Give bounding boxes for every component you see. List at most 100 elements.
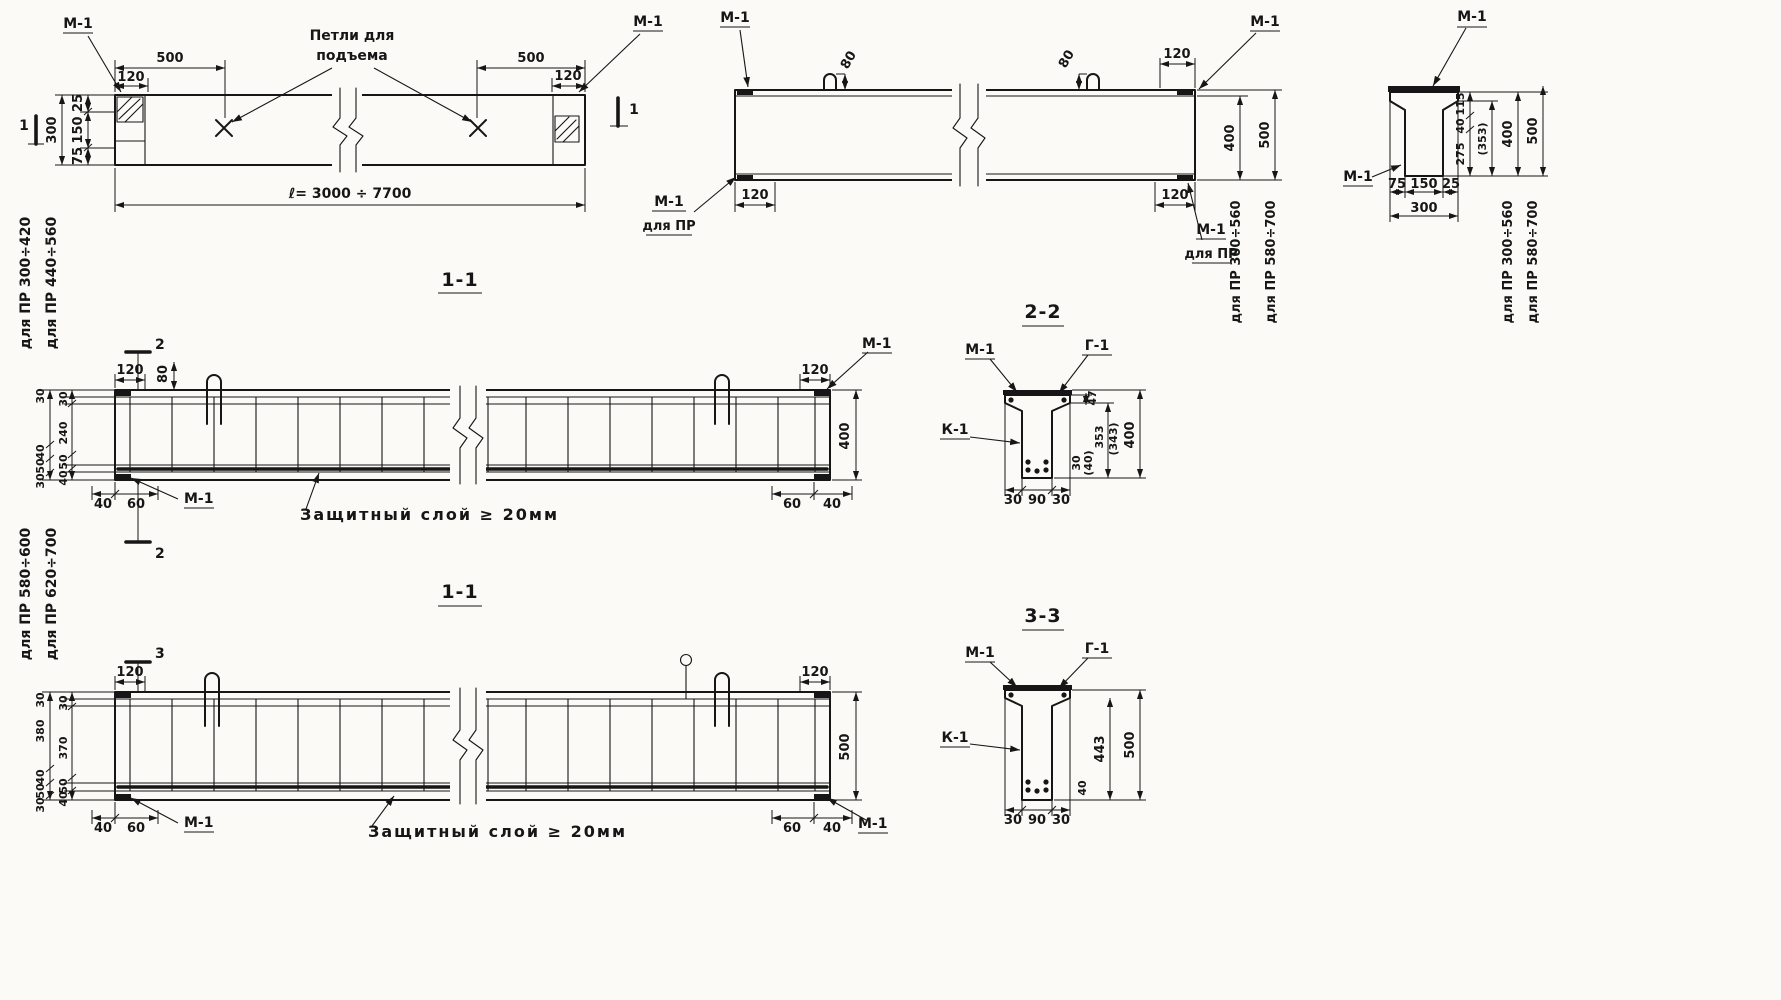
dim-label: 30	[34, 692, 47, 708]
embed-plate-right	[554, 115, 580, 143]
dim-label: 75	[1388, 177, 1406, 192]
leader-line	[578, 33, 641, 93]
dim-label: 400	[1501, 120, 1516, 147]
leader-line	[371, 795, 395, 827]
dim-label: 80	[156, 365, 171, 383]
dim-label: (353)	[1476, 122, 1489, 155]
dim-label: 40	[57, 791, 70, 807]
leader-line	[1432, 27, 1467, 87]
dim-label: 500	[156, 51, 183, 66]
m1-label: М-1	[654, 194, 683, 210]
lifting-loop-mark-left	[215, 119, 233, 137]
dim-label: 80	[1056, 48, 1078, 71]
dim-label: 115	[1454, 93, 1467, 116]
leader-line	[693, 176, 737, 213]
range-label: для ПР 580÷600	[18, 528, 34, 661]
dim-label: 150	[71, 116, 86, 143]
leader-line	[989, 661, 1018, 688]
lifting-loops-note: подъема	[316, 48, 388, 64]
dim-label: 60	[783, 497, 801, 512]
extension-lines	[940, 657, 1146, 816]
dim-label: 120	[116, 665, 143, 680]
m1-label: М-1	[1250, 14, 1279, 30]
leader-line	[1058, 354, 1089, 394]
cover-note: Защитный слой ≥ 20мм	[368, 822, 627, 841]
leader-line	[231, 67, 333, 123]
lifting-loop	[206, 374, 222, 425]
dim-label: 370	[57, 736, 70, 759]
embed-plate	[814, 474, 830, 480]
m1-label: М-1	[1343, 169, 1372, 185]
embed-plate-right-hatch	[554, 116, 580, 143]
dim-label: 50	[57, 454, 70, 470]
m1-label-sub: для ПР	[1184, 247, 1237, 262]
lifting-loop-mark-right	[469, 119, 487, 137]
dim-label: 120	[1163, 47, 1190, 62]
extension-lines	[1343, 26, 1548, 222]
rebar-dot	[1061, 692, 1067, 698]
embed-plate-left	[116, 96, 144, 123]
dim-label: 30	[1004, 493, 1022, 508]
dim-label: 300	[1410, 201, 1437, 216]
lifting-loop	[823, 73, 837, 91]
dim-label: 50	[57, 778, 70, 794]
rebar-dot	[1025, 459, 1031, 465]
t-section-outline	[1004, 689, 1071, 801]
dim-label: 120	[801, 665, 828, 680]
dim-label: (40)	[1082, 450, 1095, 475]
lifting-loop-end	[679, 653, 693, 667]
dim-label: 30	[34, 473, 47, 489]
t-section-outline	[1389, 91, 1459, 177]
g1-label: Г-1	[1085, 641, 1109, 657]
dim-label: 40	[34, 444, 47, 460]
rebar-dot	[1043, 459, 1049, 465]
leader-line	[969, 436, 1021, 446]
leader-line	[373, 67, 473, 123]
cut-mark-label: 2	[155, 337, 165, 353]
range-label: для ПР 300÷560	[1229, 201, 1244, 324]
cut-mark-label: 1	[629, 102, 639, 118]
dim-label: 30	[34, 797, 47, 813]
rebar-dot	[1043, 787, 1049, 793]
rebar-dot	[1008, 692, 1014, 698]
leader-line	[989, 358, 1018, 393]
dim-label: 120	[117, 70, 144, 85]
embed-plate	[814, 390, 830, 396]
dim-label: 500	[517, 51, 544, 66]
dim-label: 120	[801, 363, 828, 378]
dim-label: 40	[34, 769, 47, 785]
end-section-view: М-1 М-1 115 40 275 (353) 400 500 75 150 …	[1343, 9, 1548, 324]
rebar-dot	[1025, 467, 1031, 473]
section-title: 1-1	[441, 581, 478, 603]
embed-plate	[115, 794, 131, 800]
dim-label: 40	[57, 470, 70, 486]
dim-label: 400	[1123, 421, 1138, 448]
range-label: для ПР 580÷700	[1526, 201, 1541, 324]
section-1-1-top: 1-1 для ПР 300÷420 для ПР 440÷560 2 2 12	[18, 217, 892, 562]
lifting-loop	[714, 672, 730, 727]
break-whiteout	[450, 386, 486, 484]
leader-line	[87, 35, 122, 93]
section-title: 1-1	[441, 269, 478, 291]
dim-label: (343)	[1107, 422, 1120, 455]
m1-label: М-1	[965, 645, 994, 661]
break-whiteout	[450, 688, 486, 806]
section-1-1-bottom: 1-1 для ПР 580÷600 для ПР 620÷700 3 120	[18, 528, 888, 841]
cover-note: Защитный слой ≥ 20мм	[300, 505, 559, 524]
dim-label: 30	[57, 695, 70, 711]
leader-line	[130, 477, 179, 500]
dim-label: 90	[1028, 813, 1046, 828]
dim-label: 30	[1052, 813, 1070, 828]
leader-line	[969, 743, 1021, 753]
range-label: для ПР 440÷560	[44, 217, 60, 350]
dim-label: 90	[1028, 493, 1046, 508]
cut-mark-label: 1	[19, 118, 29, 134]
embed-plate	[737, 175, 753, 180]
break-lines	[332, 87, 364, 173]
stirrups	[129, 698, 816, 792]
dim-label: 50	[34, 783, 47, 799]
dim-label: 40	[823, 821, 841, 836]
m1-label: М-1	[63, 16, 92, 32]
m1-label: М-1	[965, 342, 994, 358]
beam-end-lines	[114, 94, 554, 166]
